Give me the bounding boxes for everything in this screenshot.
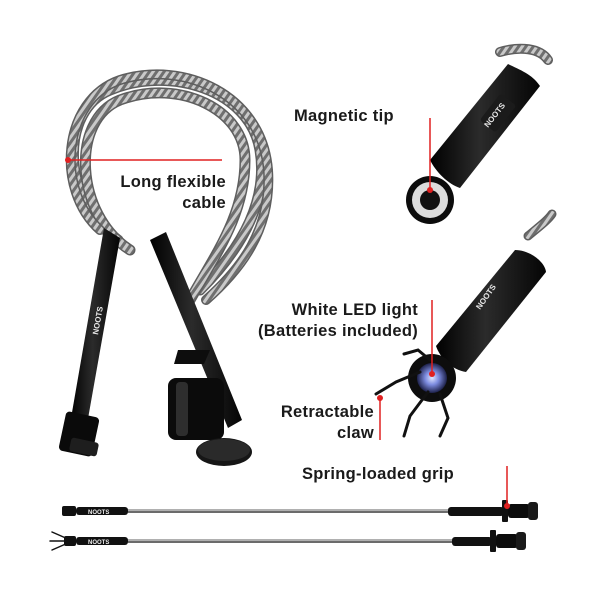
led-claw-tool: NOOTS: [374, 209, 557, 438]
grip-pointer-dot: [504, 503, 510, 509]
cable-label-line2: cable: [182, 194, 226, 212]
claw-pointer-dot: [377, 395, 383, 401]
cable-pointer-dot: [65, 157, 71, 163]
coiled-cable-tool: NOOTS: [58, 69, 274, 466]
cable-label-line1: Long flexible: [120, 173, 226, 191]
full-length-tool-lower: NOOTS: [49, 530, 526, 552]
flexible-cable: [65, 69, 274, 306]
full-length-tool-upper: NOOTS: [62, 500, 538, 522]
led-label: White LED light (Batteries included): [250, 300, 418, 342]
magnetic-tip-label: Magnetic tip: [294, 107, 394, 125]
led-label-line2: (Batteries included): [257, 322, 418, 340]
claw-prongs: [374, 348, 450, 438]
led-pointer-dot: [429, 371, 435, 377]
svg-text:NOOTS: NOOTS: [88, 540, 109, 546]
cable-label: Long flexible cable: [84, 172, 226, 214]
svg-text:NOOTS: NOOTS: [88, 510, 109, 516]
tool-handle-right: [150, 232, 252, 466]
claw-label: Retractable claw: [238, 402, 374, 444]
magnetic-tip-tool: NOOTS: [406, 43, 553, 224]
led-label-line1: White LED light: [291, 301, 418, 319]
magnetic-pointer-dot: [427, 187, 433, 193]
claw-label-line1: Retractable: [280, 403, 374, 421]
led-light: [417, 363, 447, 393]
grip-label: Spring-loaded grip: [302, 465, 455, 483]
tool-handle-left: [58, 228, 120, 457]
claw-label-line2: claw: [337, 424, 374, 442]
